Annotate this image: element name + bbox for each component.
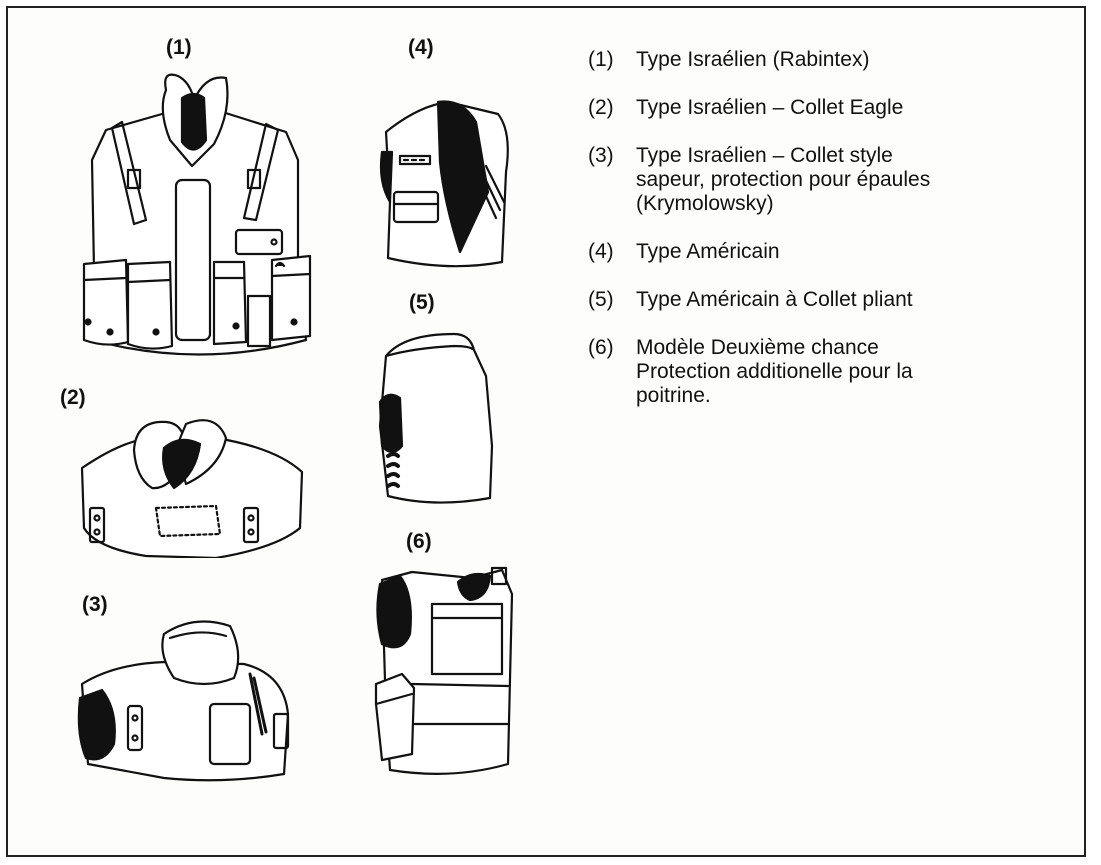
- figure-label-6: (6): [406, 530, 432, 554]
- vest-3-illustration: [74, 614, 304, 784]
- legend-number: (4): [588, 240, 614, 264]
- legend-list: (1) Type Israélien (Rabintex) (2) Type I…: [588, 48, 1028, 432]
- legend-number: (1): [588, 48, 614, 72]
- legend-item: (5) Type Américain à Collet pliant: [588, 288, 1028, 312]
- legend-text: Type Américain: [636, 240, 1028, 264]
- legend-number: (2): [588, 96, 614, 120]
- figure-label-2: (2): [60, 386, 86, 410]
- vest-4-illustration: [378, 92, 514, 272]
- vest-5-illustration: [374, 326, 504, 506]
- vest-1-illustration: [66, 70, 322, 366]
- legend-text: Modèle Deuxième chance Protection additi…: [636, 336, 1028, 408]
- legend-item: (3) Type Israélien – Collet style sapeur…: [588, 144, 1028, 216]
- vest-6-illustration: [372, 564, 520, 786]
- figure-frame: (1) (4) (5) (2) (6) (3): [6, 6, 1086, 857]
- legend-item: (6) Modèle Deuxième chance Protection ad…: [588, 336, 1028, 408]
- legend-text: Type Israélien – Collet Eagle: [636, 96, 1028, 120]
- legend-number: (5): [588, 288, 614, 312]
- vest-2-illustration: [76, 408, 304, 558]
- legend-item: (1) Type Israélien (Rabintex): [588, 48, 1028, 72]
- legend-item: (4) Type Américain: [588, 240, 1028, 264]
- legend-text: Type Israélien (Rabintex): [636, 48, 1028, 72]
- legend-number: (3): [588, 144, 614, 168]
- figure-label-4: (4): [408, 36, 434, 60]
- legend-text: Type Américain à Collet pliant: [636, 288, 1028, 312]
- figure-label-5: (5): [409, 291, 435, 315]
- figure-label-1: (1): [166, 36, 192, 60]
- legend-text: Type Israélien – Collet style sapeur, pr…: [636, 144, 1028, 216]
- legend-item: (2) Type Israélien – Collet Eagle: [588, 96, 1028, 120]
- legend-number: (6): [588, 336, 614, 360]
